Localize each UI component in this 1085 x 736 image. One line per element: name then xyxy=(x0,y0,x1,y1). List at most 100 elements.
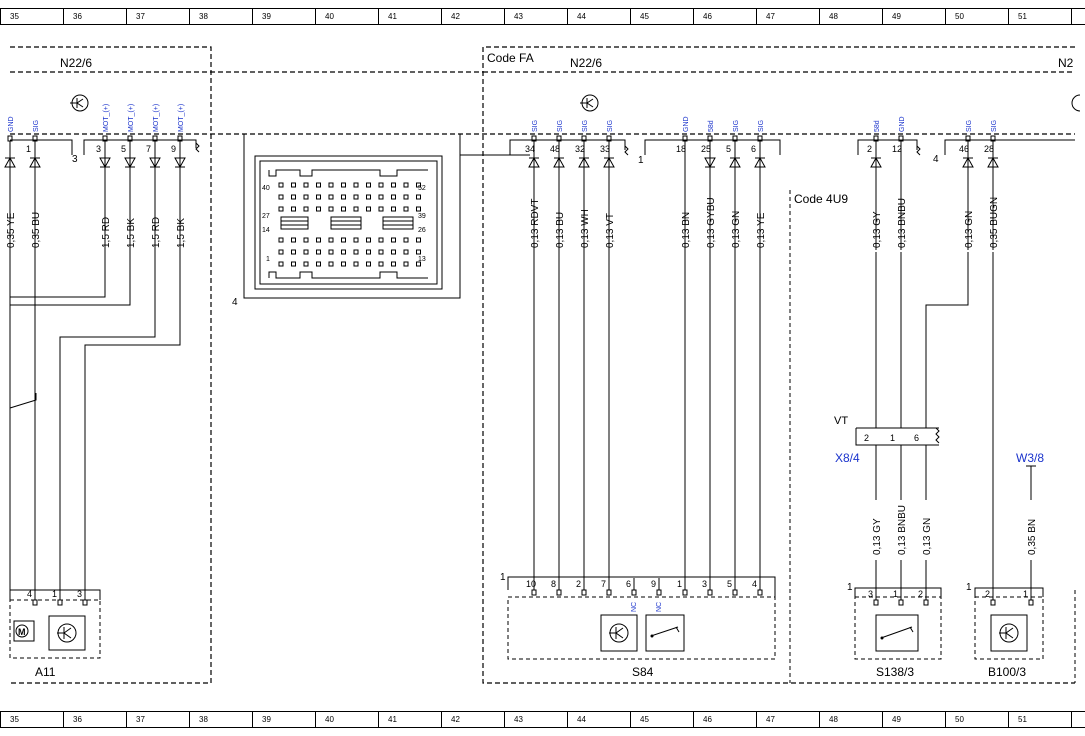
component-pin-number: 1 xyxy=(893,589,898,599)
ruler-bottom-37: 37 xyxy=(136,715,145,724)
wire-label: 1,5 BK xyxy=(126,218,137,248)
x84-pin-6: 6 xyxy=(914,433,919,443)
right-pin4-label: 4 xyxy=(933,154,939,165)
pin-number: 34 xyxy=(525,144,535,154)
b1003-pin1-label: 1 xyxy=(966,582,972,593)
b1003-component: 1 B100/3 xyxy=(966,582,1044,679)
ruler-top-38: 38 xyxy=(199,12,208,21)
signal-label: GND xyxy=(899,116,906,132)
s1383-component: 1 S138/3 xyxy=(847,582,942,679)
wire-label: 0,13 GYBU xyxy=(706,197,717,248)
pin-number: 2 xyxy=(867,144,872,154)
pin-number: 1 xyxy=(26,144,31,154)
pin-number: 48 xyxy=(550,144,560,154)
ruler-bottom-36: 36 xyxy=(73,715,82,724)
ecu-pin1-label: 1 xyxy=(638,155,644,166)
mid-connector-block xyxy=(460,139,781,156)
right-connector-block xyxy=(857,139,1075,155)
ruler-bottom-45: 45 xyxy=(640,715,649,724)
ruler-bottom-46: 46 xyxy=(703,715,712,724)
signal-label: MOT_(+) xyxy=(103,104,110,132)
signal-label: SIG xyxy=(582,120,589,132)
connector-num-52: 52 xyxy=(418,185,426,192)
sensor-icon-right xyxy=(580,94,599,112)
sensor-icon-far-right xyxy=(1071,94,1081,112)
ruler-bottom-47: 47 xyxy=(766,715,775,724)
connector-num-26: 26 xyxy=(418,227,426,234)
wire-label: 0,13 BU xyxy=(555,212,566,248)
signal-label: SIG xyxy=(758,120,765,132)
component-pin-number: 4 xyxy=(27,589,32,599)
ruler-top-36: 36 xyxy=(73,12,82,21)
connector-num-27: 27 xyxy=(262,213,270,220)
ruler-top-39: 39 xyxy=(262,12,271,21)
signal-label: SIG xyxy=(557,120,564,132)
motor-icon: M xyxy=(13,620,35,642)
ruler-bottom-39: 39 xyxy=(262,715,271,724)
ruler-bottom-42: 42 xyxy=(451,715,460,724)
component-pin-number: 4 xyxy=(752,579,757,589)
signal-label: SIG xyxy=(532,120,539,132)
code-fa-label: Code FA xyxy=(487,51,534,65)
wire-label: 0,13 GN xyxy=(964,211,975,248)
module-far-right-label: N2 xyxy=(1058,56,1074,70)
pin-number: 3 xyxy=(96,144,101,154)
ruler-top-40: 40 xyxy=(325,12,334,21)
signal-label: GND xyxy=(8,116,15,132)
ruler-top-37: 37 xyxy=(136,12,145,21)
signal-label: SIG xyxy=(966,120,973,132)
component-pin-number: 2 xyxy=(918,589,923,599)
module-left-label: N22/6 xyxy=(60,56,92,70)
a11-label: A11 xyxy=(35,665,56,679)
signal-label: MOT_(+) xyxy=(153,104,160,132)
module-right-label: N22/6 xyxy=(570,56,602,70)
component-pin-number: 6 xyxy=(626,579,631,589)
pin-number: 7 xyxy=(146,144,151,154)
ruler-bottom-49: 49 xyxy=(892,715,901,724)
ruler-bottom-38: 38 xyxy=(199,715,208,724)
left-connector-block xyxy=(10,139,197,155)
wire-label: 1,5 BK xyxy=(176,218,187,248)
ruler-top-44: 44 xyxy=(577,12,586,21)
ruler-top-43: 43 xyxy=(514,12,523,21)
ruler-top-50: 50 xyxy=(955,12,964,21)
ruler-top-49: 49 xyxy=(892,12,901,21)
pin-number: 6 xyxy=(751,144,756,154)
ruler-top-51: 51 xyxy=(1018,12,1027,21)
pin-number: 12 xyxy=(892,144,902,154)
lower-wire-label: 0,35 BN xyxy=(1027,519,1038,555)
component-pin-number: 1 xyxy=(677,579,682,589)
signal-label: 58d xyxy=(874,120,881,132)
s1383-label: S138/3 xyxy=(876,665,914,679)
signal-label: SIG xyxy=(607,120,614,132)
lower-wire-label: 0,13 GN xyxy=(922,518,933,555)
wire-label: 0,13 BNBU xyxy=(897,198,908,248)
nc-label-2: NC xyxy=(656,602,663,612)
ruler-top-45: 45 xyxy=(640,12,649,21)
x84-pin-1: 1 xyxy=(890,433,895,443)
right-routing xyxy=(875,252,994,590)
signal-label: MOT_(+) xyxy=(178,104,185,132)
module-boundaries xyxy=(10,46,1075,684)
ruler-bottom-50: 50 xyxy=(955,715,964,724)
connector-num-14: 14 xyxy=(262,227,270,234)
ruler-bottom-44: 44 xyxy=(577,715,586,724)
ruler-bottom-40: 40 xyxy=(325,715,334,724)
ruler-bottom-43: 43 xyxy=(514,715,523,724)
wire-label: 0,13 VT xyxy=(605,213,616,248)
code-4u9-label: Code 4U9 xyxy=(794,192,848,206)
signal-label: SIG xyxy=(991,120,998,132)
component-pin-number: 7 xyxy=(601,579,606,589)
wire-label: 0,13 GN xyxy=(731,211,742,248)
connector-num-40: 40 xyxy=(262,185,270,192)
wire-label: 0,35 YE xyxy=(6,212,17,248)
pin-number: 33 xyxy=(600,144,610,154)
component-pin-number: 8 xyxy=(551,579,556,589)
signal-label: SIG xyxy=(733,120,740,132)
